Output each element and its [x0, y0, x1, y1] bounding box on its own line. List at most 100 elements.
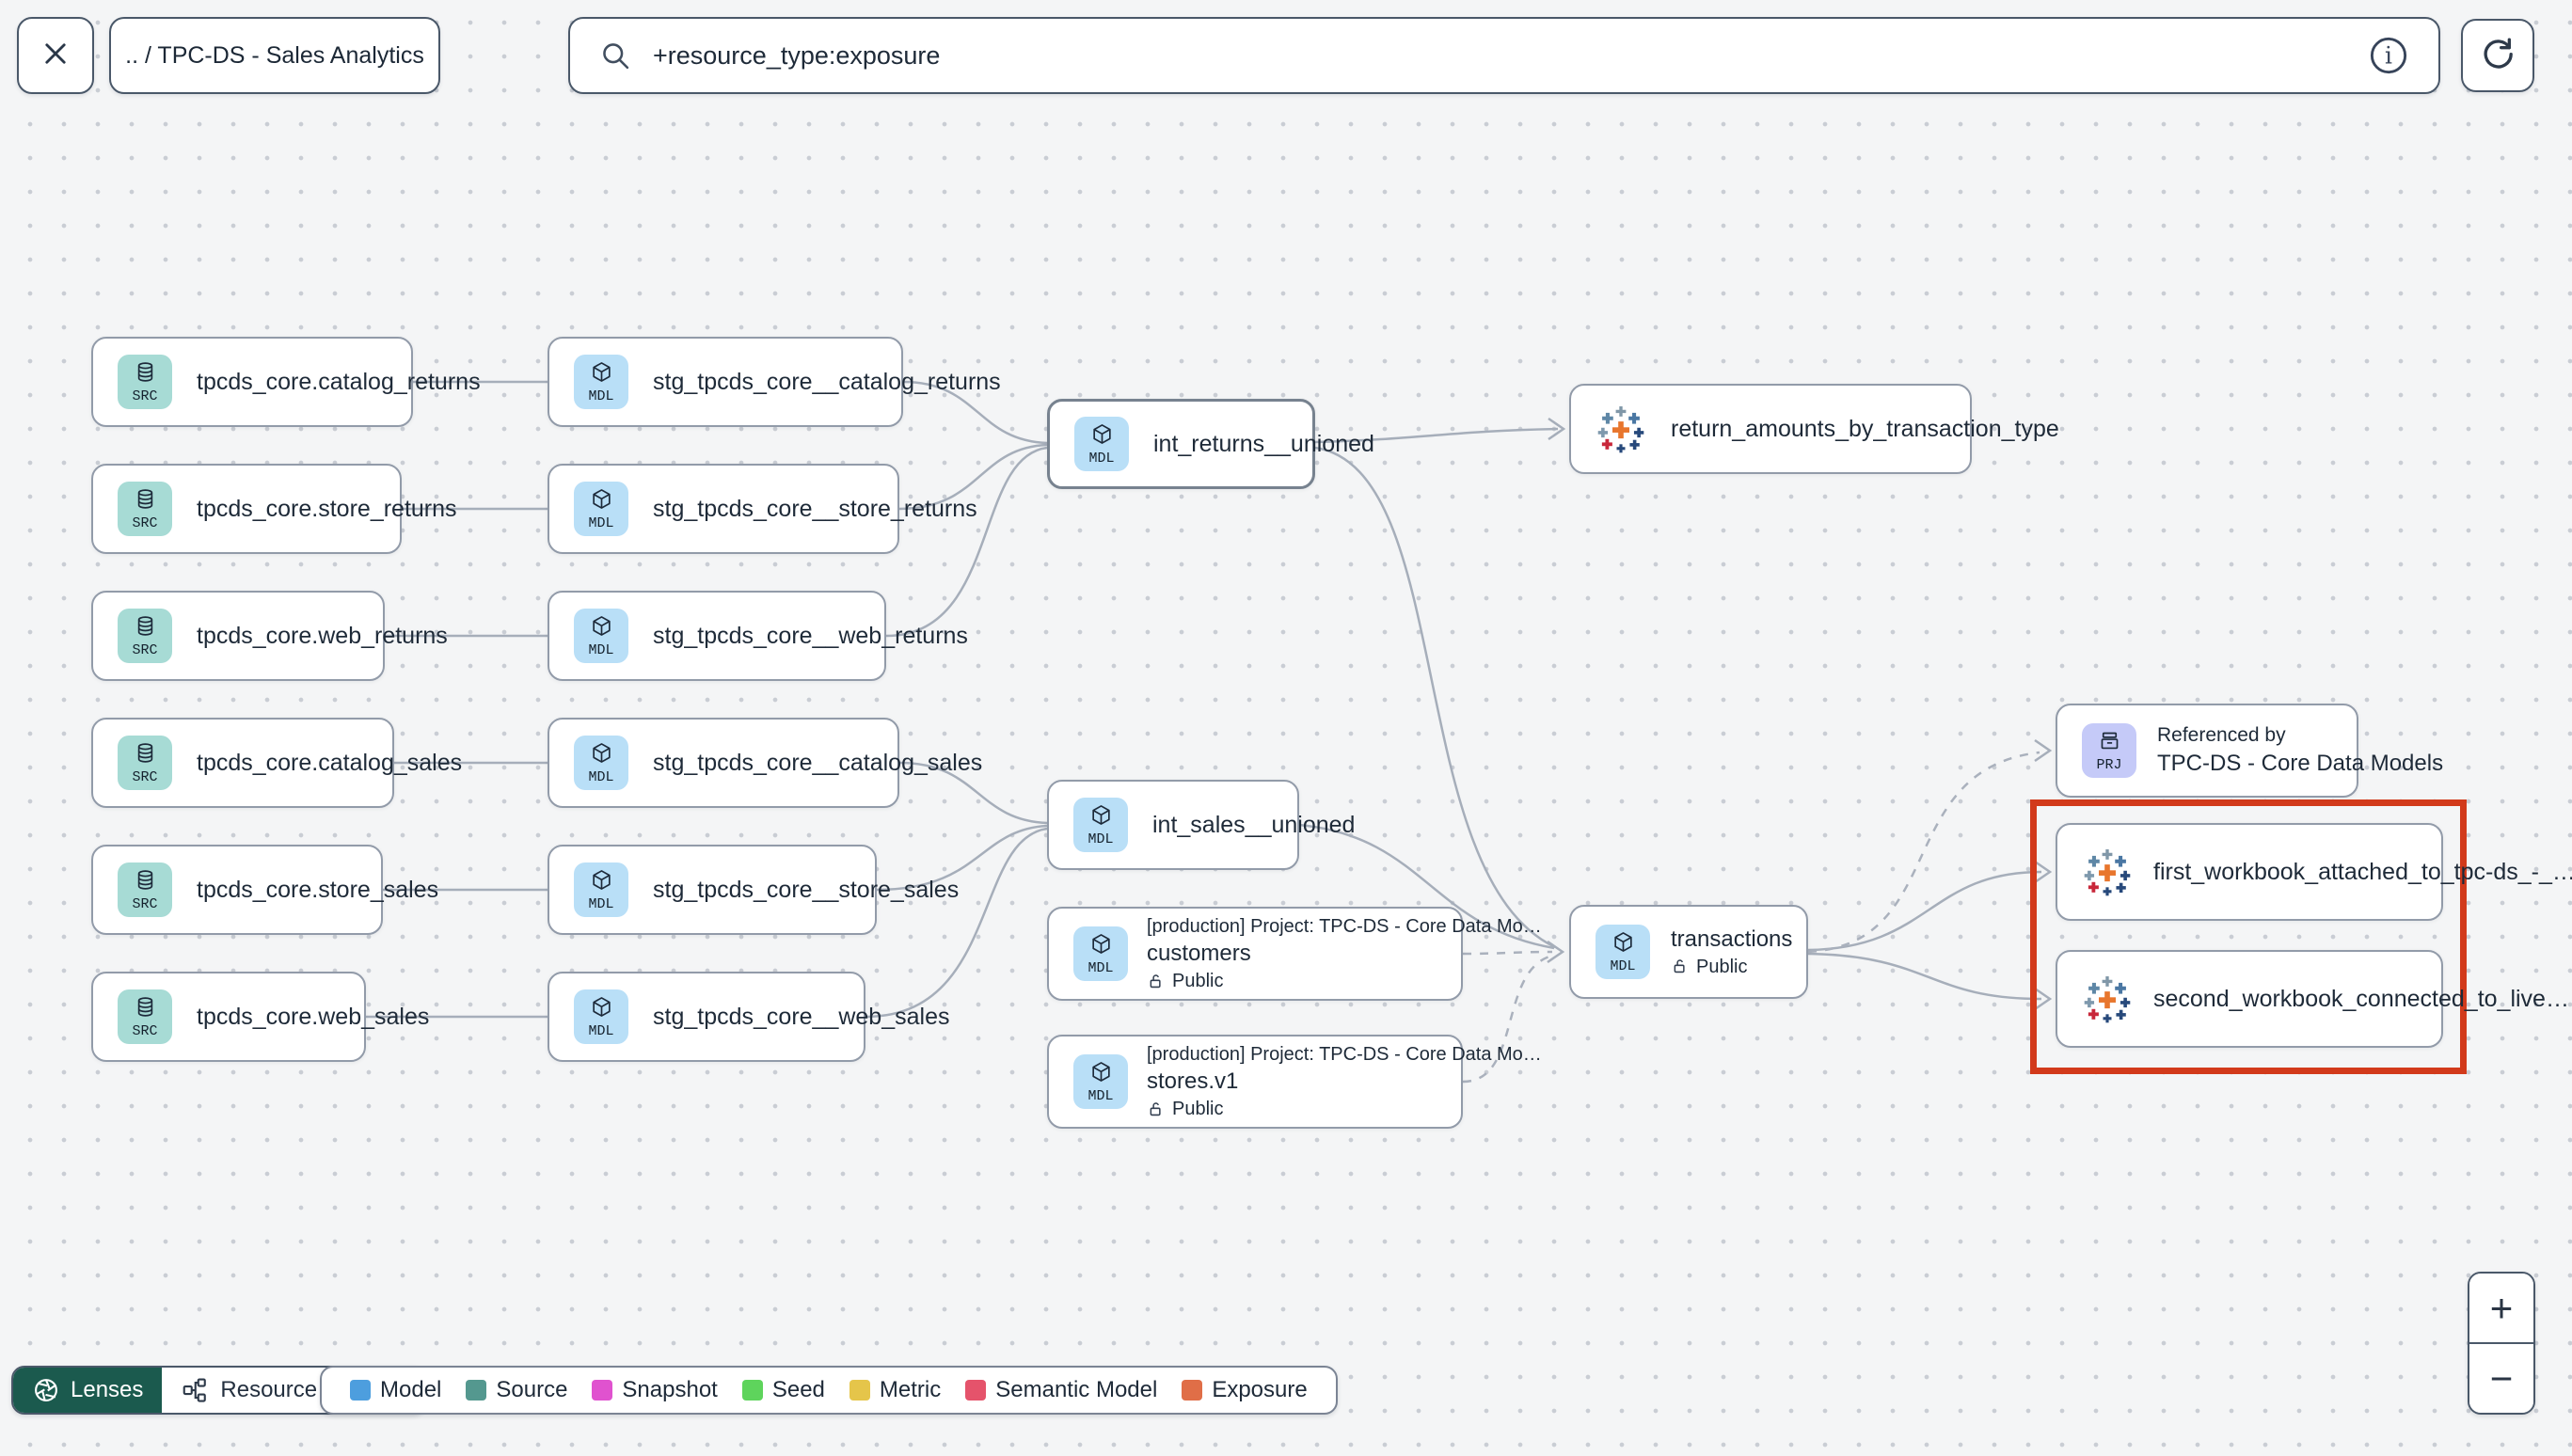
access-badge: Public: [1147, 1097, 1542, 1121]
close-icon: [40, 38, 71, 74]
model-name: customers: [1147, 941, 1251, 967]
legend-item-metric: Metric: [849, 1377, 941, 1403]
node-model-stg-catalog-sales[interactable]: MDL stg_tpcds_core__catalog_sales: [548, 718, 982, 808]
model-badge: MDL: [574, 736, 628, 790]
node-model-stores-v1[interactable]: MDL [production] Project: TPC-DS - Core …: [1047, 1035, 1542, 1129]
legend-swatch: [592, 1380, 613, 1401]
search-bar[interactable]: i: [568, 17, 2440, 94]
open-lock-icon: [1147, 973, 1165, 990]
arrowhead: [1547, 940, 1565, 964]
database-icon: [134, 614, 157, 642]
lenses-button[interactable]: Lenses: [13, 1368, 163, 1413]
source-badge: SRC: [118, 736, 172, 790]
model-badge: MDL: [1073, 1054, 1128, 1109]
lenses-label: Lenses: [71, 1377, 144, 1402]
open-lock-icon: [1147, 1100, 1165, 1118]
model-badge: MDL: [574, 863, 628, 917]
cube-icon: [590, 741, 613, 769]
resource-type-icon: [181, 1376, 209, 1404]
legend-swatch: [741, 1380, 763, 1401]
cube-icon: [1089, 803, 1113, 831]
node-exposure-first-workbook[interactable]: first_workbook_attached_to_tpc-ds_-_…: [2056, 823, 2572, 921]
database-icon: [134, 995, 157, 1023]
node-model-customers[interactable]: MDL [production] Project: TPC-DS - Core …: [1047, 907, 1542, 1001]
breadcrumb[interactable]: .. / TPC-DS - Sales Analytics: [109, 17, 440, 94]
refresh-icon: [2479, 35, 2516, 77]
tableau-icon: [2082, 973, 2133, 1024]
edge-stg-int-sales: [865, 827, 1048, 1019]
node-source-catalog-sales[interactable]: SRC tpcds_core.catalog_sales: [91, 718, 462, 808]
project-badge: PRJ: [2082, 723, 2136, 778]
model-badge: MDL: [574, 482, 628, 536]
tableau-icon: [2082, 847, 2133, 897]
zoom-out-button[interactable]: −: [2469, 1342, 2533, 1413]
project-context-label: [production] Project: TPC-DS - Core Data…: [1147, 1043, 1542, 1065]
access-badge: Public: [1147, 969, 1542, 993]
legend-swatch: [1182, 1380, 1203, 1401]
node-model-stg-catalog-returns[interactable]: MDL stg_tpcds_core__catalog_returns: [548, 337, 1001, 427]
legend-item-model: Model: [350, 1377, 441, 1403]
source-badge: SRC: [118, 355, 172, 409]
open-lock-icon: [1671, 957, 1689, 975]
cube-icon: [1090, 422, 1114, 451]
zoom-controls: + −: [2468, 1272, 2535, 1415]
source-badge: SRC: [118, 482, 172, 536]
model-badge: MDL: [574, 989, 628, 1044]
edge-transactions-workbook1: [1807, 870, 2042, 952]
legend-swatch: [350, 1380, 371, 1401]
database-icon: [134, 360, 157, 388]
svg-text:i: i: [2385, 41, 2392, 69]
model-name: stores.v1: [1147, 1068, 1239, 1095]
node-source-web-sales[interactable]: SRC tpcds_core.web_sales: [91, 972, 429, 1062]
node-model-stg-store-returns[interactable]: MDL stg_tpcds_core__store_returns: [548, 464, 977, 554]
node-model-stg-web-returns[interactable]: MDL stg_tpcds_core__web_returns: [548, 591, 968, 681]
model-badge: MDL: [1074, 417, 1129, 471]
archive-icon: [2098, 729, 2121, 757]
project-name: TPC-DS - Core Data Models: [2157, 751, 2444, 777]
access-badge: Public: [1671, 955, 1792, 979]
cube-icon: [1611, 930, 1635, 958]
model-badge: MDL: [1073, 926, 1128, 981]
model-badge: MDL: [574, 609, 628, 663]
model-badge: MDL: [574, 355, 628, 409]
node-exposure-return-amounts[interactable]: return_amounts_by_transaction_type: [1569, 384, 2059, 474]
project-context-label: [production] Project: TPC-DS - Core Data…: [1147, 915, 1542, 937]
node-model-stg-web-sales[interactable]: MDL stg_tpcds_core__web_sales: [548, 972, 949, 1062]
search-icon: [598, 39, 632, 72]
cube-icon: [590, 360, 613, 388]
legend-item-source: Source: [466, 1377, 567, 1403]
search-input[interactable]: [651, 40, 2348, 71]
edge-transactions-project-dashed: [1807, 751, 2040, 954]
model-badge: MDL: [1073, 798, 1128, 852]
edge-stg-int-returns: [885, 446, 1048, 638]
model-badge: MDL: [1596, 925, 1650, 979]
zoom-in-button[interactable]: +: [2469, 1274, 2533, 1342]
legend-item-seed: Seed: [741, 1377, 825, 1403]
node-source-store-sales[interactable]: SRC tpcds_core.store_sales: [91, 845, 438, 935]
database-icon: [134, 741, 157, 769]
close-button[interactable]: [17, 17, 94, 94]
database-icon: [134, 868, 157, 896]
cube-icon: [590, 614, 613, 642]
database-icon: [134, 487, 157, 515]
tableau-icon: [1596, 404, 1646, 454]
cube-icon: [590, 995, 613, 1023]
node-source-catalog-returns[interactable]: SRC tpcds_core.catalog_returns: [91, 337, 481, 427]
node-model-int-returns-unioned[interactable]: MDL int_returns__unioned: [1047, 399, 1374, 489]
node-model-int-sales-unioned[interactable]: MDL int_sales__unioned: [1047, 780, 1355, 870]
model-name: transactions: [1671, 926, 1793, 952]
legend-item-snapshot: Snapshot: [592, 1377, 718, 1403]
node-source-store-returns[interactable]: SRC tpcds_core.store_returns: [91, 464, 457, 554]
refresh-button[interactable]: [2461, 19, 2534, 92]
node-model-stg-store-sales[interactable]: MDL stg_tpcds_core__store_sales: [548, 845, 959, 935]
source-badge: SRC: [118, 863, 172, 917]
referenced-by-title: Referenced by: [2157, 724, 2286, 747]
edge-transactions-workbook2: [1807, 952, 2042, 1001]
node-source-web-returns[interactable]: SRC tpcds_core.web_returns: [91, 591, 448, 681]
node-project-referenced-by[interactable]: PRJ Referenced by TPC-DS - Core Data Mod…: [2056, 704, 2443, 798]
node-model-transactions[interactable]: MDL transactions Public: [1569, 905, 1808, 999]
info-icon[interactable]: i: [2367, 34, 2410, 77]
cube-icon: [1089, 1060, 1113, 1088]
breadcrumb-label: .. / TPC-DS - Sales Analytics: [125, 41, 424, 69]
node-exposure-second-workbook[interactable]: second_workbook_connected_to_live…: [2056, 950, 2569, 1048]
